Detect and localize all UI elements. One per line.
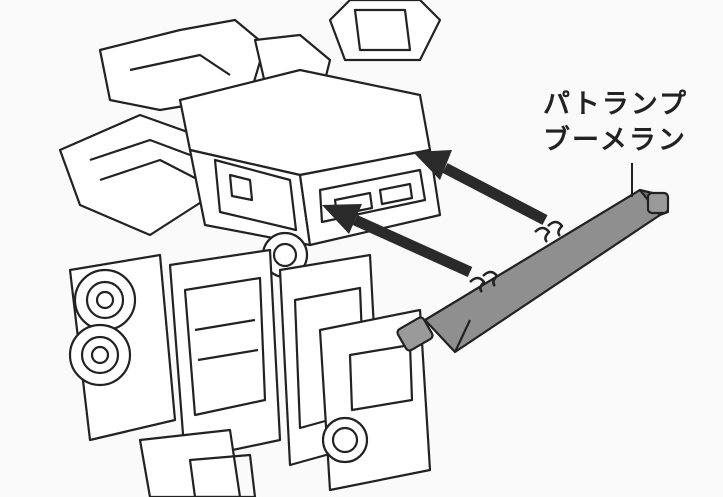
callout-label-line2: ブーメラン	[543, 125, 687, 156]
upper-arrow-shaft	[442, 163, 548, 225]
left-head-fin	[98, 18, 267, 112]
head-crest	[328, 0, 442, 62]
arm-disc-upper	[73, 268, 137, 332]
boomerang-part	[396, 188, 670, 354]
boomerang-left-peg	[396, 316, 434, 352]
insert-arrows	[322, 150, 548, 278]
lower-arrow-shaft	[352, 214, 473, 278]
arm-disc-lower	[68, 323, 132, 387]
knee-disc	[321, 416, 369, 464]
upper-arrow-head	[413, 150, 452, 180]
boomerang-right-peg	[646, 191, 670, 215]
callout-label-line1: パトランプ	[543, 89, 688, 120]
robot-figure	[58, 0, 442, 497]
lower-arrow-head	[322, 204, 362, 234]
